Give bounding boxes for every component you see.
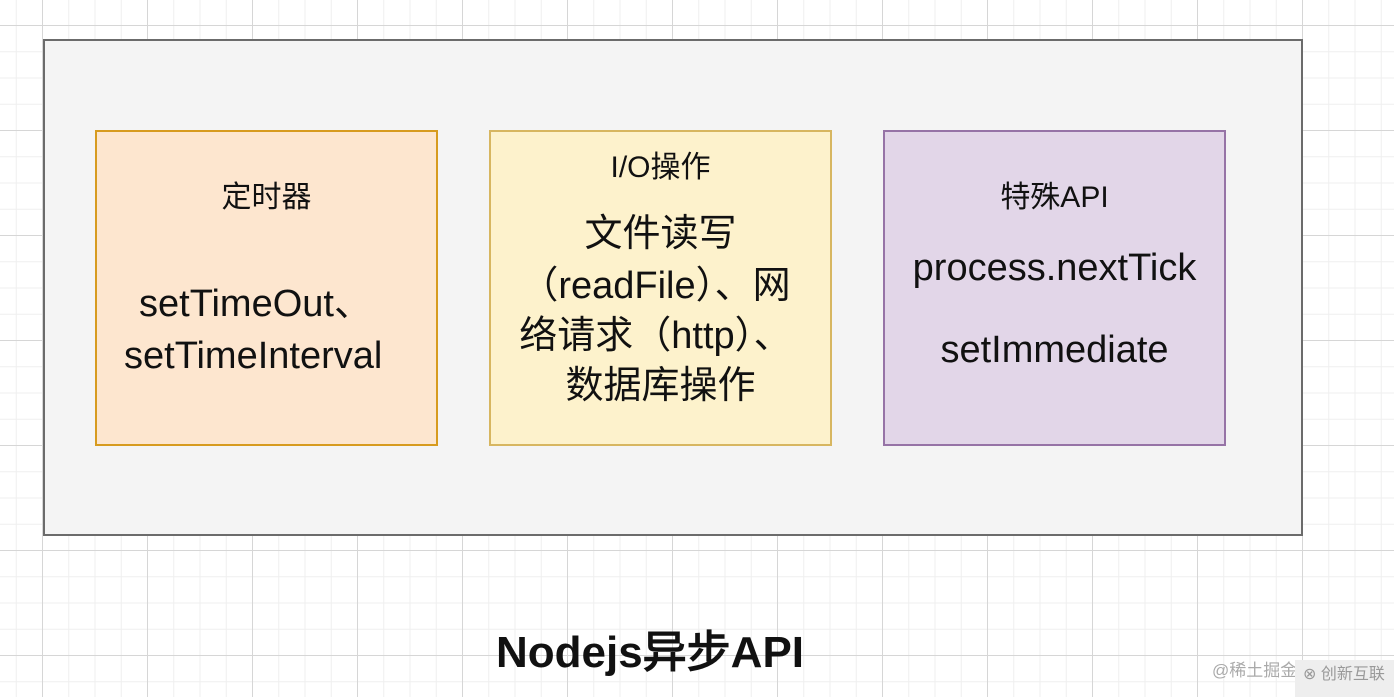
io-box: I/O操作 文件读写 （readFile）、网 络请求（http）、 数据库操作 <box>489 130 832 446</box>
special-api-box: 特殊API process.nextTick setImmediate <box>883 130 1226 446</box>
box-text-line: process.nextTick <box>912 247 1197 289</box>
timer-box: 定时器 setTimeOut、 setTimeInterval <box>95 130 438 446</box>
logo: ⊗ 创新互联 <box>1295 660 1394 697</box>
diagram-caption: Nodejs异步API <box>495 628 805 677</box>
box-title: 定时器 <box>221 181 312 214</box>
box-text-line: setTimeInterval <box>124 335 383 377</box>
box-text-line: 数据库操作 <box>565 365 756 407</box>
box-text-line: 络请求（http）、 <box>519 315 792 357</box>
box-text-line: （readFile）、网 <box>520 265 791 307</box>
box-text-line: 文件读写 <box>584 213 737 255</box>
box-title: 特殊API <box>1000 181 1109 214</box>
box-text-line: setImmediate <box>940 329 1169 371</box>
logo-text: 创新互联 <box>1320 666 1385 683</box>
watermark: @稀土掘金 <box>1212 661 1298 680</box>
box-text-line: setTimeOut、 <box>139 283 372 325</box>
logo-icon: ⊗ <box>1303 666 1321 683</box>
box-title: I/O操作 <box>610 151 711 184</box>
